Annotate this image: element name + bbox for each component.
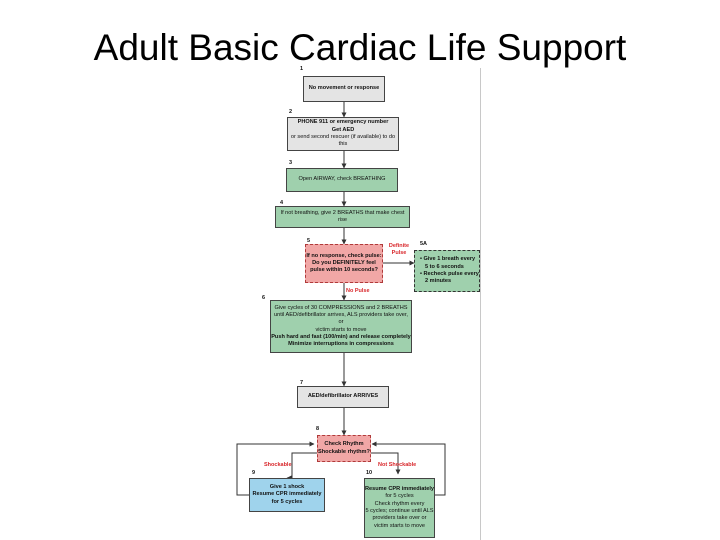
step-6-line-1: Give cycles of 30 COMPRESSIONS and 2 BRE… bbox=[274, 304, 408, 311]
step-4-box: If not breathing, give 2 BREATHS that ma… bbox=[275, 206, 410, 228]
step-10-line-5: providers take over or bbox=[372, 515, 427, 522]
step-5a-box: • Give 1 breath every 5 to 6 seconds • R… bbox=[414, 250, 480, 292]
definite-pulse-label: Definite Pulse bbox=[383, 243, 415, 257]
step-5a-line-4: 2 minutes bbox=[425, 278, 452, 285]
step-1-line-1: No movement or response bbox=[308, 85, 380, 92]
divider-line bbox=[480, 68, 481, 540]
step-10-line-3: Check rhythm every bbox=[374, 500, 425, 507]
step-5-line-3: pulse within 10 seconds? bbox=[310, 267, 378, 274]
step-6-line-2: until AED/defibrillator arrives, ALS pro… bbox=[273, 311, 408, 326]
step-5a-number: 5A bbox=[420, 241, 428, 247]
loop-10-8 bbox=[371, 441, 446, 496]
no-pulse-label: No Pulse bbox=[346, 288, 370, 294]
step-9-line-3: for 5 cycles bbox=[271, 498, 303, 505]
step-8-line-2: Shockable rhythm? bbox=[318, 448, 370, 455]
step-6-line-4: Push hard and fast (100/min) and release… bbox=[271, 333, 411, 340]
step-5-line-1: If no response, check pulse: bbox=[306, 252, 382, 259]
definite-pulse-line-1: Definite bbox=[388, 243, 410, 249]
step-10-line-1: Resume CPR immediately bbox=[365, 486, 435, 493]
arrow-8-10 bbox=[370, 452, 401, 475]
step-2-number: 2 bbox=[289, 109, 293, 115]
step-6-number: 6 bbox=[262, 295, 266, 301]
step-7-box: AED/defibrillator ARRIVES bbox=[297, 386, 389, 408]
step-2-line-3: or send second rescuer (if available) to… bbox=[290, 134, 396, 148]
step-2-line-2: Get AED bbox=[331, 126, 355, 133]
step-8-box: Check Rhythm Shockable rhythm? bbox=[317, 435, 371, 462]
step-10-box: Resume CPR immediately for 5 cycles Chec… bbox=[364, 478, 435, 538]
step-9-line-1: Give 1 shock bbox=[269, 484, 305, 491]
step-5-line-2: Do you DEFINITELY feel bbox=[312, 259, 376, 266]
step-5-box: If no response, check pulse: Do you DEFI… bbox=[305, 244, 383, 283]
definite-pulse-line-2: Pulse bbox=[391, 250, 407, 257]
step-5a-line-1: • Give 1 breath every bbox=[420, 256, 476, 263]
step-5a-line-2: 5 to 6 seconds bbox=[425, 263, 464, 270]
step-3-number: 3 bbox=[289, 160, 293, 166]
arrow-8-9 bbox=[286, 452, 318, 481]
step-10-line-2: for 5 cycles bbox=[385, 493, 414, 500]
step-7-number: 7 bbox=[300, 380, 304, 386]
step-3-box: Open AIRWAY, check BREATHING bbox=[286, 168, 398, 192]
slide-title: Adult Basic Cardiac Life Support bbox=[93, 27, 627, 68]
step-6-line-3: victim starts to move bbox=[315, 326, 367, 333]
step-10-line-6: victim starts to move bbox=[374, 522, 425, 529]
step-9-number: 9 bbox=[252, 470, 256, 476]
step-4-line-1: If not breathing, give 2 BREATHS that ma… bbox=[280, 209, 405, 223]
step-5a-line-3: • Recheck pulse every bbox=[420, 271, 479, 277]
step-10-number: 10 bbox=[366, 470, 373, 476]
step-2-line-1: PHONE 911 or emergency number bbox=[297, 119, 389, 126]
step-1-box: No movement or response bbox=[303, 76, 385, 102]
step-1-number: 1 bbox=[300, 66, 304, 72]
step-10-line-4: 5 cycles; continue until ALS bbox=[365, 508, 434, 514]
step-6-line-5: Minimize interruptions in compressions bbox=[288, 341, 394, 348]
step-3-line-1: Open AIRWAY, check BREATHING bbox=[298, 176, 386, 183]
step-8-line-1: Check Rhythm bbox=[324, 441, 364, 448]
step-4-number: 4 bbox=[280, 200, 284, 206]
step-2-box: PHONE 911 or emergency number Get AED or… bbox=[287, 117, 399, 151]
step-9-line-2: Resume CPR immediately bbox=[252, 491, 322, 498]
not-shockable-label: Not Shockable bbox=[378, 462, 417, 468]
step-7-line-1: AED/defibrillator ARRIVES bbox=[307, 393, 379, 400]
step-6-box: Give cycles of 30 COMPRESSIONS and 2 BRE… bbox=[270, 300, 412, 353]
step-5-number: 5 bbox=[307, 238, 311, 244]
step-8-number: 8 bbox=[316, 426, 320, 432]
loop-9-8 bbox=[236, 441, 315, 496]
step-9-box: Give 1 shock Resume CPR immediately for … bbox=[249, 478, 325, 512]
shockable-label: Shockable bbox=[264, 462, 292, 468]
